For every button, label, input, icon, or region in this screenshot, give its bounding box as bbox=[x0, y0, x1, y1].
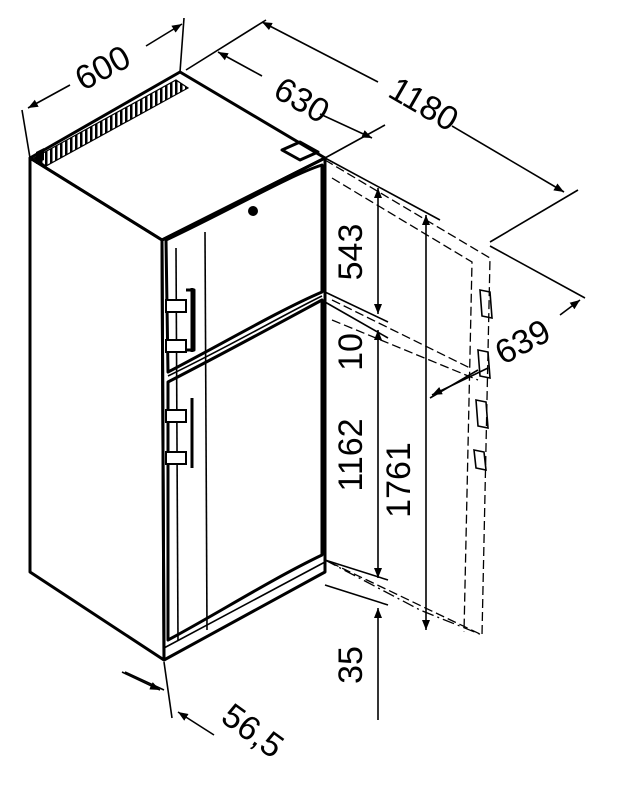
dim-fridge-height-label: 1162 bbox=[332, 418, 370, 491]
rear-vent-grille bbox=[36, 148, 44, 164]
hinge-icon bbox=[477, 349, 491, 379]
bottom-trim bbox=[163, 561, 326, 649]
dim-handle-depth-label: 639 bbox=[489, 312, 557, 372]
dim-gap-label: 10 bbox=[332, 333, 370, 371]
upper-handle-icon bbox=[165, 288, 196, 353]
door-gap bbox=[167, 295, 323, 377]
lower-handle-icon bbox=[165, 398, 194, 468]
dim-total-height-label: 1761 bbox=[380, 442, 418, 518]
dimension-arrows bbox=[27, 21, 581, 736]
dim-freezer-height-label: 543 bbox=[332, 224, 370, 281]
extension-lines bbox=[21, 17, 586, 719]
door-side-edge bbox=[175, 247, 179, 641]
fridge-front-face bbox=[160, 156, 327, 662]
dim-depth-label: 630 bbox=[267, 70, 335, 131]
freezer-door bbox=[164, 163, 324, 374]
fridge-side-face bbox=[28, 156, 166, 662]
lock-icon bbox=[248, 206, 258, 216]
hinge-icon bbox=[479, 289, 493, 319]
dim-door-offset-label: 56,5 bbox=[215, 696, 291, 766]
dim-floor-clearance-label: 35 bbox=[332, 646, 370, 684]
dim-door-open-label: 1180 bbox=[382, 70, 464, 139]
door-inner-edge bbox=[204, 231, 208, 631]
refrigerator bbox=[28, 70, 327, 662]
top-vent-grille bbox=[32, 79, 190, 167]
dim-width-label: 600 bbox=[69, 38, 137, 98]
hinge-icon bbox=[475, 399, 489, 429]
top-hinge bbox=[280, 140, 320, 162]
hinge-icon bbox=[473, 449, 487, 471]
